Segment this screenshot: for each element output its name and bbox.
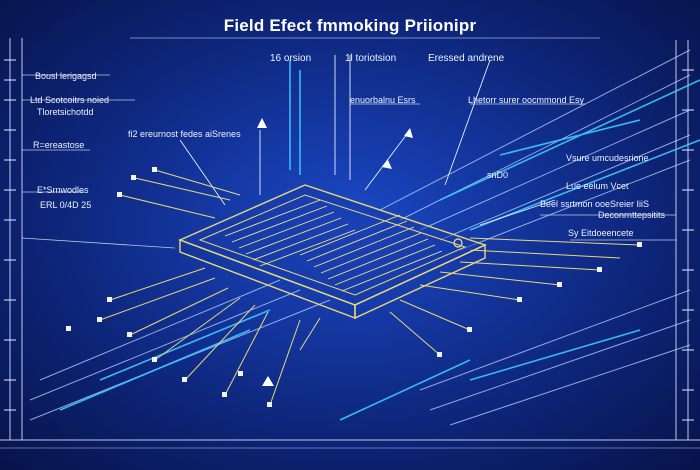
chip-traces <box>99 169 641 406</box>
cyan-beams <box>59 60 700 421</box>
label-right-2: Lue eelum Vcet <box>566 181 629 191</box>
arrow-markers <box>257 118 413 386</box>
chip-pin-marker <box>453 238 463 248</box>
label-left-7: ERL 0/4D 25 <box>40 200 92 210</box>
label-left-4: fi2 ereurnost fedes aiSrenes <box>128 129 241 139</box>
label-right-4: Deconrnttepsitits <box>598 210 666 220</box>
label-right-5: Sy Eitdoeencete <box>568 228 634 238</box>
label-left-2: Ltd Scotcoitrs noied <box>30 95 110 105</box>
trace-nodes <box>66 167 642 407</box>
label-top-right: Eressed andrene <box>428 53 505 64</box>
label-left-6: E*Srnwodles <box>37 185 89 195</box>
label-mid-2: Lhetorr surer oocmmond Esy <box>468 95 585 105</box>
chip-body <box>178 184 487 320</box>
label-right-3: Beel ssrtmon ooeSreier IiiS <box>540 199 650 209</box>
label-top-mid: 1l toriotsion <box>345 53 397 64</box>
label-left-1: Bousl lerigagsd <box>35 71 97 81</box>
rail-ticks <box>4 59 694 421</box>
diagram-title: Field Efect fmmoking Priionipr <box>223 16 477 35</box>
label-right-1: Vsure umcudesrione <box>566 153 649 163</box>
frame-lines <box>0 37 700 449</box>
label-top-left: 16 orsion <box>270 53 312 64</box>
vertical-connectors <box>179 55 556 226</box>
guide-lines <box>21 74 676 249</box>
label-mid-1: enuorbalnu Esrs <box>350 95 416 105</box>
chip-grid <box>224 199 443 292</box>
label-left-3: Tloretsichotdd <box>37 107 94 117</box>
label-small-1: snD0 <box>487 170 509 180</box>
label-left-5: R=ereastose <box>33 140 85 150</box>
